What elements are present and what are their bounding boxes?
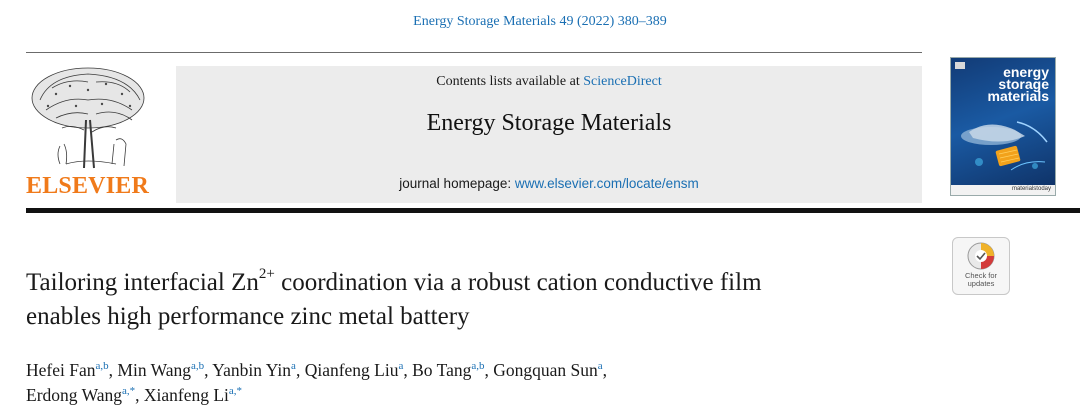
author-line-1: Hefei Fana,b, Min Wanga,b, Yanbin Yina, … — [26, 360, 608, 380]
homepage-link[interactable]: www.elsevier.com/locate/ensm — [514, 176, 699, 191]
article-title-line1: Tailoring interfacial Zn2+ coordination … — [26, 266, 762, 297]
homepage-line: journal homepage: www.elsevier.com/locat… — [399, 176, 699, 191]
author-affiliation[interactable]: a,* — [228, 385, 243, 397]
author-affiliation[interactable]: a,b — [95, 360, 109, 372]
header-divider — [26, 52, 922, 53]
cover-footer: materialstoday — [951, 185, 1055, 195]
publisher-wordmark: ELSEVIER — [26, 173, 149, 199]
author-line-2: Erdong Wanga,*, Xianfeng Lia,* — [26, 385, 243, 405]
author-name[interactable]: Qianfeng Liu — [304, 360, 399, 380]
cover-art — [955, 62, 1048, 171]
author-affiliation[interactable]: a,b — [191, 360, 205, 372]
journal-title[interactable]: Energy Storage Materials — [426, 110, 672, 136]
author-name[interactable]: Bo Tang — [412, 360, 472, 380]
sciencedirect-link[interactable]: ScienceDirect — [583, 74, 662, 89]
author-name[interactable]: Erdong Wang — [26, 385, 122, 405]
author-name[interactable]: Min Wang — [117, 360, 192, 380]
author-name[interactable]: Hefei Fan — [26, 360, 96, 380]
author-name[interactable]: Yanbin Yin — [212, 360, 292, 380]
journal-cover-image[interactable]: energy storage materials materialstoday — [950, 57, 1056, 196]
article-title-line2: enables high performance zinc metal batt… — [26, 303, 470, 330]
journal-citation[interactable]: Energy Storage Materials 49 (2022) 380–3… — [413, 14, 667, 29]
check-for-updates-icon — [967, 242, 995, 270]
article-title: Tailoring interfacial Zn2+ coordination … — [26, 266, 926, 334]
author-affiliation[interactable]: a,* — [121, 385, 136, 397]
elsevier-tree-logo[interactable] — [26, 60, 166, 200]
check-for-updates-label: Check for updates — [964, 271, 998, 288]
check-for-updates-button[interactable]: Check for updates — [952, 237, 1010, 295]
author-affiliation[interactable]: a,b — [471, 360, 485, 372]
header-bottom-rule — [26, 208, 1080, 213]
author-affiliation[interactable]: a — [398, 360, 404, 372]
author-affiliation[interactable]: a — [597, 360, 603, 372]
cover-title: energy storage materials — [987, 64, 1049, 104]
contents-line: Contents lists available at ScienceDirec… — [436, 74, 662, 89]
journal-header-box: Contents lists available at ScienceDirec… — [176, 66, 922, 203]
author-affiliation[interactable]: a — [291, 360, 296, 372]
author-name[interactable]: Xianfeng Li — [143, 385, 229, 405]
author-name[interactable]: Gongquan Sun — [493, 360, 598, 380]
author-list: Hefei Fana,b, Min Wanga,b, Yanbin Yina, … — [26, 358, 926, 408]
